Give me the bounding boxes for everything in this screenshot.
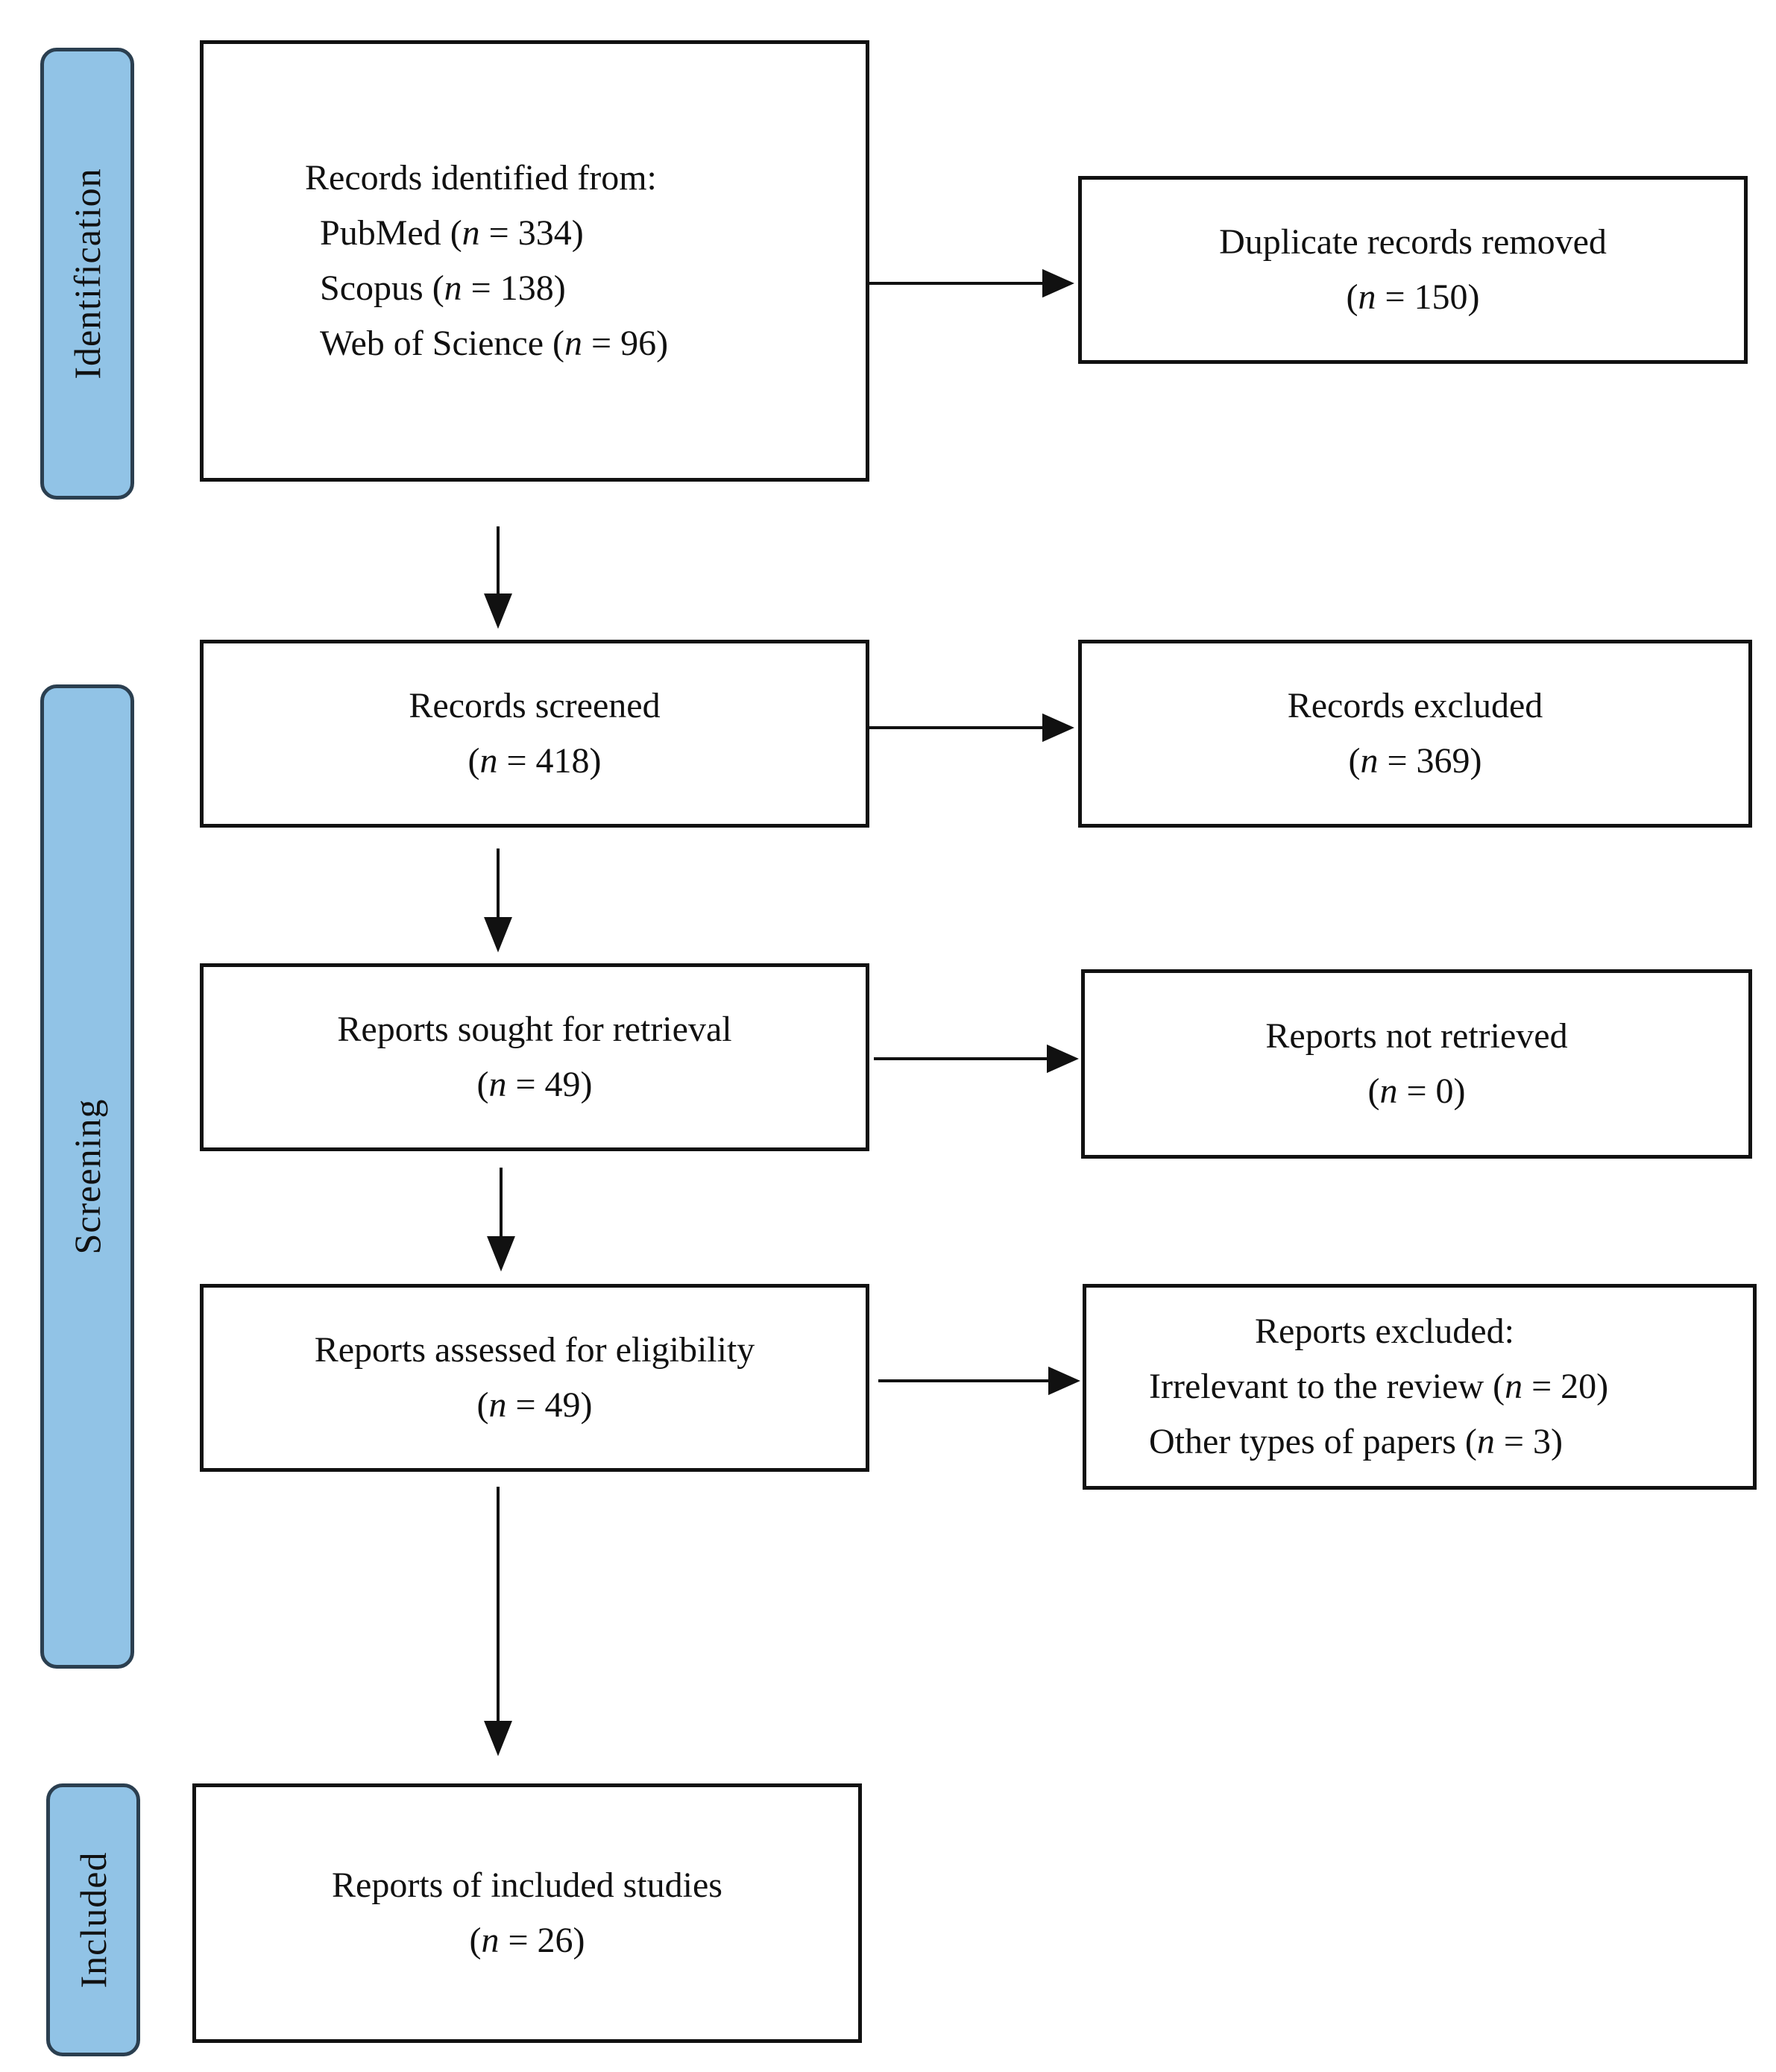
records-identified-box: Records identified from: PubMed (n = 334… bbox=[200, 40, 869, 482]
phase-included: Included bbox=[46, 1783, 140, 2056]
reports-excluded-content: Reports excluded: Irrelevant to the revi… bbox=[1149, 1304, 1608, 1470]
n-symbol: n bbox=[462, 213, 480, 253]
reports-sought-box: Reports sought for retrieval (n = 49) bbox=[200, 963, 869, 1151]
arrowhead-to-records-excluded bbox=[1042, 713, 1074, 743]
records-excluded-label: Records excluded bbox=[1287, 686, 1543, 725]
reports-assessed-count: 49 bbox=[544, 1385, 581, 1425]
arrowhead-screened-to-sought bbox=[484, 917, 512, 953]
source-scopus: Scopus (n = 138) bbox=[320, 268, 566, 308]
reports-not-retrieved-count: 0 bbox=[1435, 1071, 1454, 1111]
source-pubmed: PubMed (n = 334) bbox=[320, 213, 584, 253]
duplicates-removed-count: 150 bbox=[1414, 277, 1468, 317]
reports-assessed-label: Reports assessed for eligibility bbox=[314, 1330, 755, 1370]
included-studies-count: 26 bbox=[537, 1921, 573, 1960]
records-identified-heading: Records identified from: bbox=[305, 158, 657, 198]
duplicates-removed-box: Duplicate records removed (n = 150) bbox=[1078, 176, 1748, 364]
n-symbol: n bbox=[488, 1065, 507, 1104]
reports-assessed-box: Reports assessed for eligibility (n = 49… bbox=[200, 1284, 869, 1472]
source-pubmed-count: 334 bbox=[517, 213, 572, 253]
reports-sought-count-line: (n = 49) bbox=[476, 1065, 593, 1104]
n-symbol: n bbox=[1505, 1367, 1523, 1406]
n-symbol: n bbox=[1360, 741, 1379, 781]
records-excluded-count: 369 bbox=[1416, 741, 1470, 781]
arrowhead-identified-to-screened bbox=[484, 593, 512, 629]
records-screened-count-line: (n = 418) bbox=[467, 741, 602, 781]
n-symbol: n bbox=[488, 1385, 507, 1425]
records-screened-box: Records screened (n = 418) bbox=[200, 640, 869, 828]
arrowhead-to-duplicates bbox=[1042, 268, 1074, 298]
source-scopus-count: 138 bbox=[500, 268, 554, 308]
records-identified-content: Records identified from: PubMed (n = 334… bbox=[305, 151, 669, 371]
reports-excluded-heading: Reports excluded: bbox=[1255, 1311, 1514, 1351]
reason-other-types: Other types of papers (n = 3) bbox=[1149, 1422, 1563, 1461]
arrowhead-sought-to-assessed bbox=[487, 1236, 515, 1272]
n-symbol: n bbox=[1358, 277, 1376, 317]
duplicates-removed-label: Duplicate records removed bbox=[1219, 222, 1607, 262]
reason-irrelevant-label: Irrelevant to the review bbox=[1149, 1367, 1484, 1406]
phase-screening: Screening bbox=[40, 684, 134, 1669]
reports-sought-count: 49 bbox=[544, 1065, 581, 1104]
reports-excluded-box: Reports excluded: Irrelevant to the revi… bbox=[1083, 1284, 1757, 1490]
arrowhead-to-reports-excluded bbox=[1048, 1366, 1080, 1396]
source-scopus-label: Scopus bbox=[320, 268, 423, 308]
reports-sought-label: Reports sought for retrieval bbox=[337, 1010, 732, 1049]
source-pubmed-label: PubMed bbox=[320, 213, 441, 253]
reason-other-types-count: 3 bbox=[1532, 1422, 1551, 1461]
records-screened-label: Records screened bbox=[409, 686, 661, 725]
n-symbol: n bbox=[479, 741, 498, 781]
records-excluded-box: Records excluded (n = 369) bbox=[1078, 640, 1752, 828]
n-symbol: n bbox=[1476, 1422, 1495, 1461]
reports-assessed-count-line: (n = 49) bbox=[476, 1385, 593, 1425]
arrowhead-to-not-retrieved bbox=[1047, 1044, 1079, 1074]
records-screened-count: 418 bbox=[535, 741, 590, 781]
n-symbol: n bbox=[444, 268, 462, 308]
arrowhead-assessed-to-included bbox=[484, 1721, 512, 1757]
reason-other-types-label: Other types of papers bbox=[1149, 1422, 1456, 1461]
records-excluded-count-line: (n = 369) bbox=[1348, 741, 1482, 781]
source-wos-label: Web of Science bbox=[320, 324, 544, 363]
n-symbol: n bbox=[1379, 1071, 1398, 1111]
reason-irrelevant: Irrelevant to the review (n = 20) bbox=[1149, 1367, 1609, 1406]
included-studies-box: Reports of included studies (n = 26) bbox=[192, 1783, 862, 2043]
reports-not-retrieved-count-line: (n = 0) bbox=[1367, 1071, 1466, 1111]
included-studies-count-line: (n = 26) bbox=[469, 1921, 585, 1960]
duplicates-removed-count-line: (n = 150) bbox=[1346, 277, 1480, 317]
reason-irrelevant-count: 20 bbox=[1561, 1367, 1597, 1406]
included-studies-label: Reports of included studies bbox=[332, 1865, 722, 1905]
reports-not-retrieved-label: Reports not retrieved bbox=[1265, 1016, 1568, 1056]
reports-not-retrieved-box: Reports not retrieved (n = 0) bbox=[1081, 969, 1752, 1159]
n-symbol: n bbox=[481, 1921, 500, 1960]
phase-identification: Identification bbox=[40, 48, 134, 500]
source-wos: Web of Science (n = 96) bbox=[320, 324, 669, 363]
source-wos-count: 96 bbox=[620, 324, 657, 363]
n-symbol: n bbox=[564, 324, 582, 363]
